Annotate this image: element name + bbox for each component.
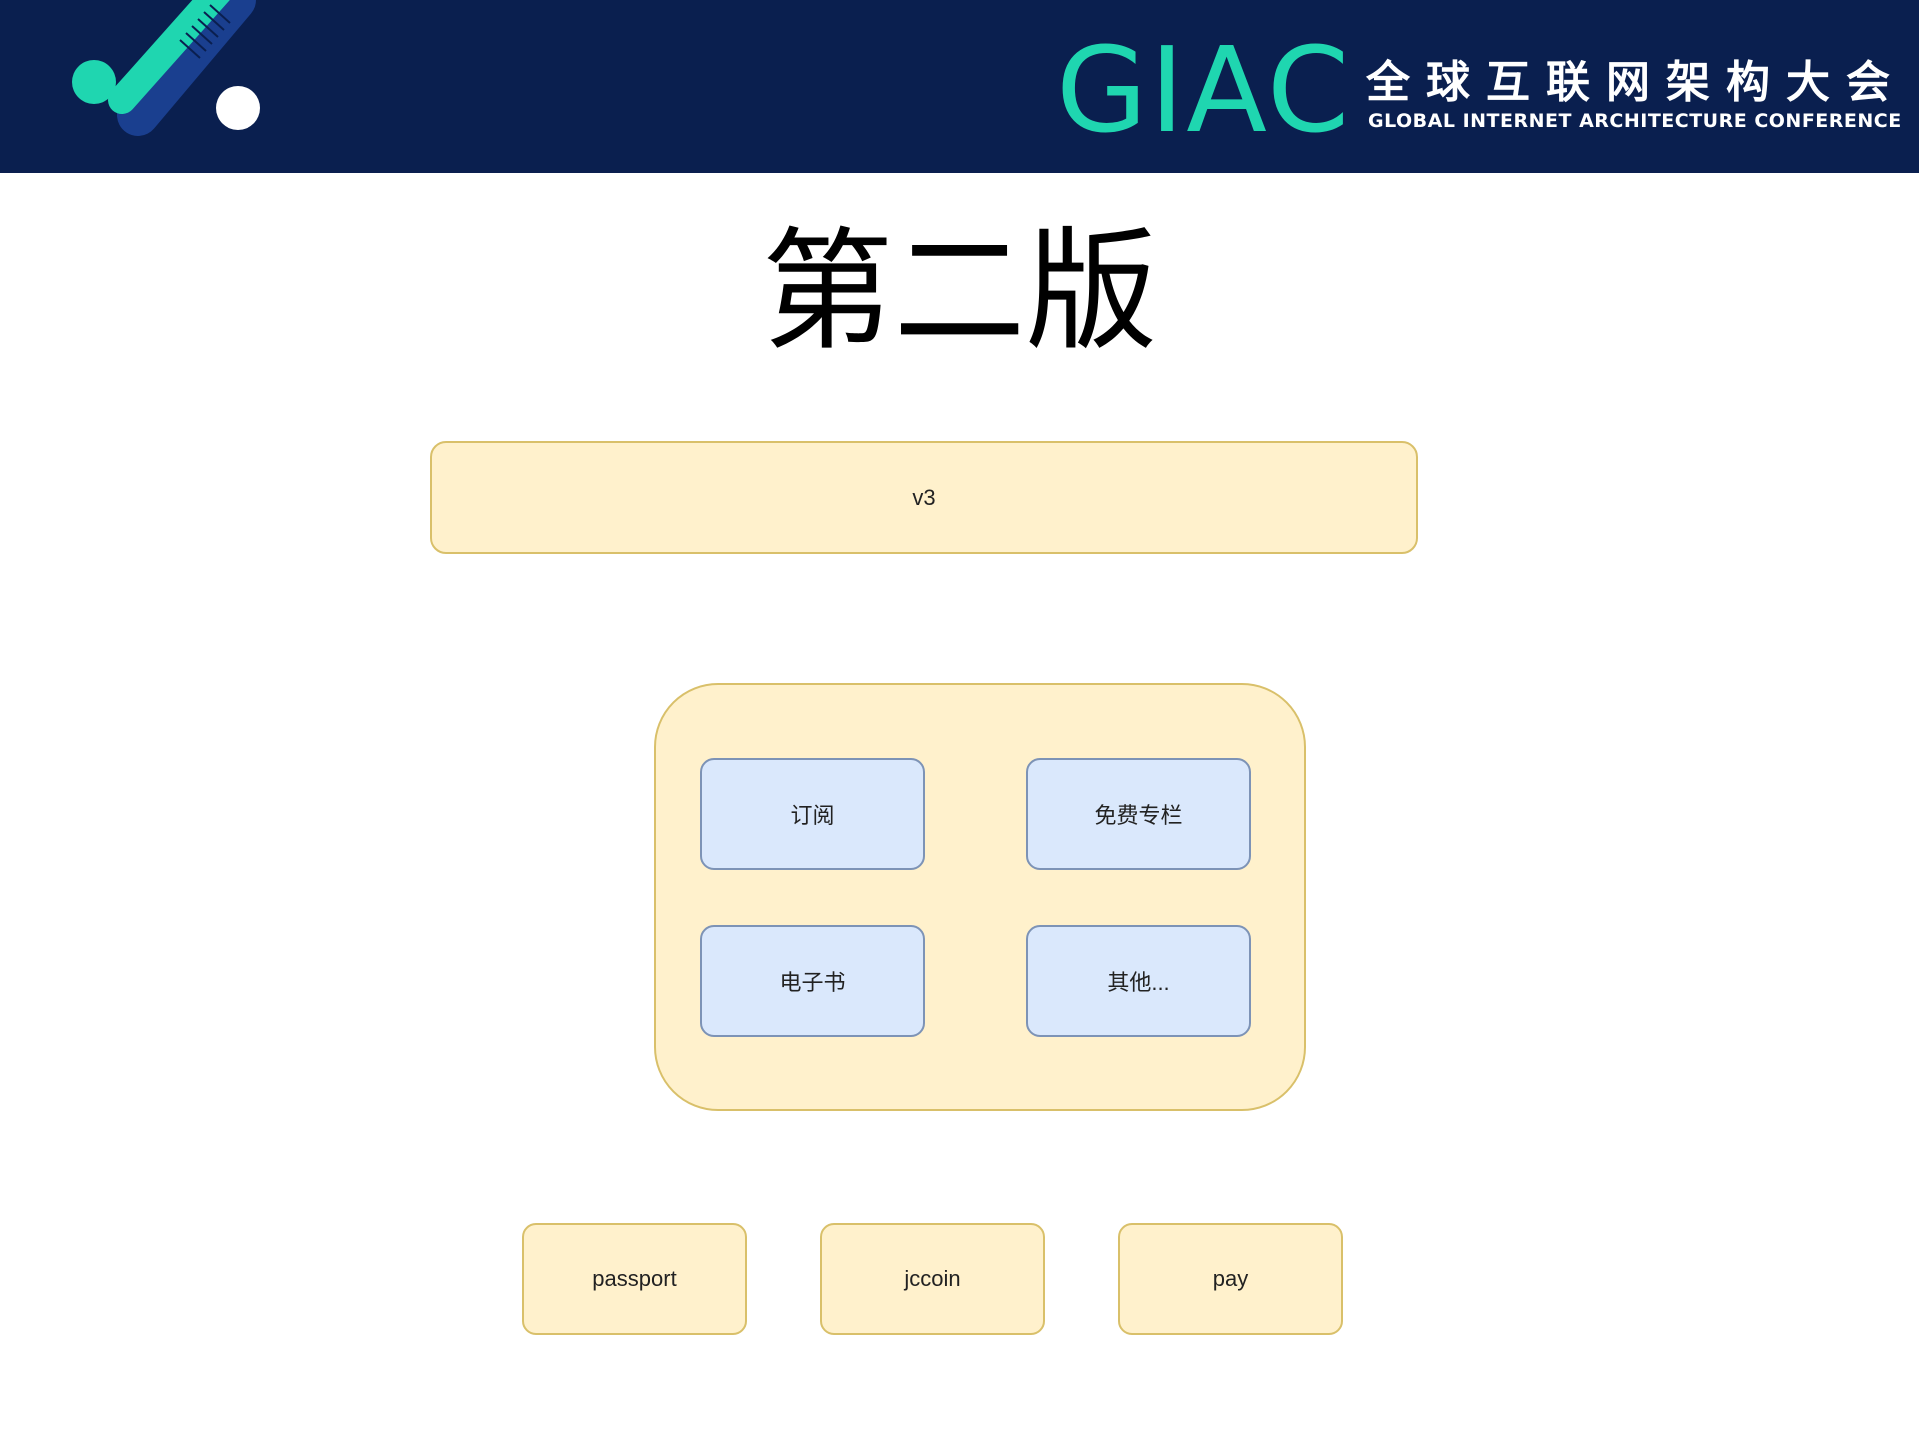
service-box-jccoin: jccoin [820,1223,1045,1335]
service-label: jccoin [904,1266,961,1291]
conference-name-cn: 全球互联网架构大会 [1366,57,1906,108]
service-box-pay: pay [1118,1223,1343,1335]
service-box-passport: passport [522,1223,747,1335]
module-label: 订阅 [790,803,835,828]
module-label: 电子书 [779,970,846,995]
giac-logo-icon [72,0,260,136]
module-box-subscribe: 订阅 [700,758,925,870]
header-band: GIAC 全球互联网架构大会 GLOBAL INTERNET ARCHITECT… [0,0,1919,173]
module-box-ebook: 电子书 [700,925,925,1037]
giac-brand-text: GIAC [1056,21,1352,159]
conference-name-en: GLOBAL INTERNET ARCHITECTURE CONFERENCE [1368,110,1902,132]
module-box-free-column: 免费专栏 [1026,758,1251,870]
v3-layer-box: v3 [430,441,1418,554]
module-label: 其他... [1107,970,1170,995]
service-label: passport [592,1266,677,1291]
modules-container [654,683,1306,1111]
slide-title: 第二版 [761,215,1158,369]
service-label: pay [1212,1266,1249,1291]
module-box-other: 其他... [1026,925,1251,1037]
module-label: 免费专栏 [1094,803,1183,828]
v3-layer-label: v3 [912,484,936,510]
